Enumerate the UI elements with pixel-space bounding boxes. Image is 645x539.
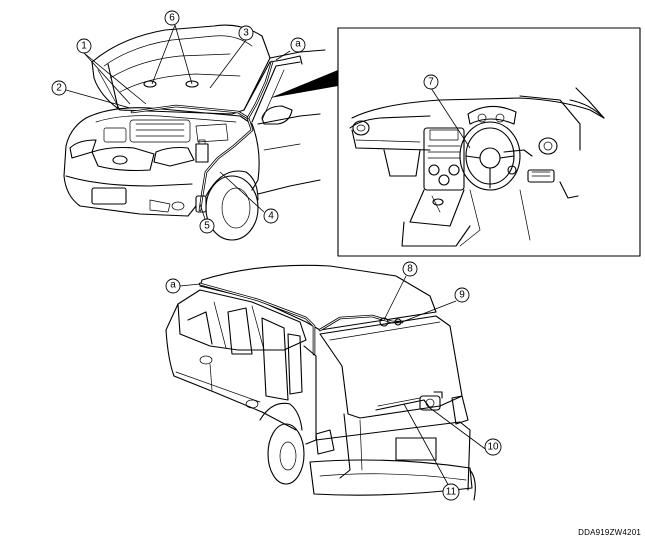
front-vehicle-drawing — [63, 24, 326, 241]
callout-1: 1 — [76, 38, 92, 54]
callout-label: 8 — [407, 264, 413, 275]
callout-3: 3 — [238, 25, 254, 41]
callout-label: 11 — [446, 487, 457, 498]
interior-inset — [270, 27, 641, 257]
callout-9: 9 — [454, 287, 470, 303]
callout-label: 7 — [428, 77, 434, 88]
callout-label: 9 — [459, 290, 465, 301]
callout-label: 2 — [56, 83, 62, 94]
callout-label: 5 — [204, 221, 210, 232]
callout-label: 1 — [81, 41, 87, 52]
figure-code: DDA919ZW4201 — [578, 528, 641, 537]
callout-5: 5 — [199, 218, 215, 234]
connection-marker-label: a — [170, 280, 176, 291]
callout-label: 10 — [487, 442, 499, 453]
callout-8: 8 — [402, 261, 418, 277]
callout-label: 4 — [268, 211, 274, 222]
callout-4: 4 — [263, 208, 279, 224]
callout-10: 10 — [484, 438, 502, 456]
callout-11: 11 — [442, 483, 460, 501]
callout-label: 6 — [169, 13, 175, 24]
connection-marker-front: a — [290, 37, 306, 53]
rear-vehicle-drawing — [165, 264, 476, 501]
callout-6: 6 — [164, 10, 180, 26]
leader-lines — [65, 24, 489, 491]
connection-marker-label: a — [295, 39, 301, 50]
callout-7: 7 — [423, 74, 439, 90]
callout-label: 3 — [243, 28, 249, 39]
connection-marker-rear: a — [165, 278, 181, 294]
callout-2: 2 — [51, 80, 67, 96]
